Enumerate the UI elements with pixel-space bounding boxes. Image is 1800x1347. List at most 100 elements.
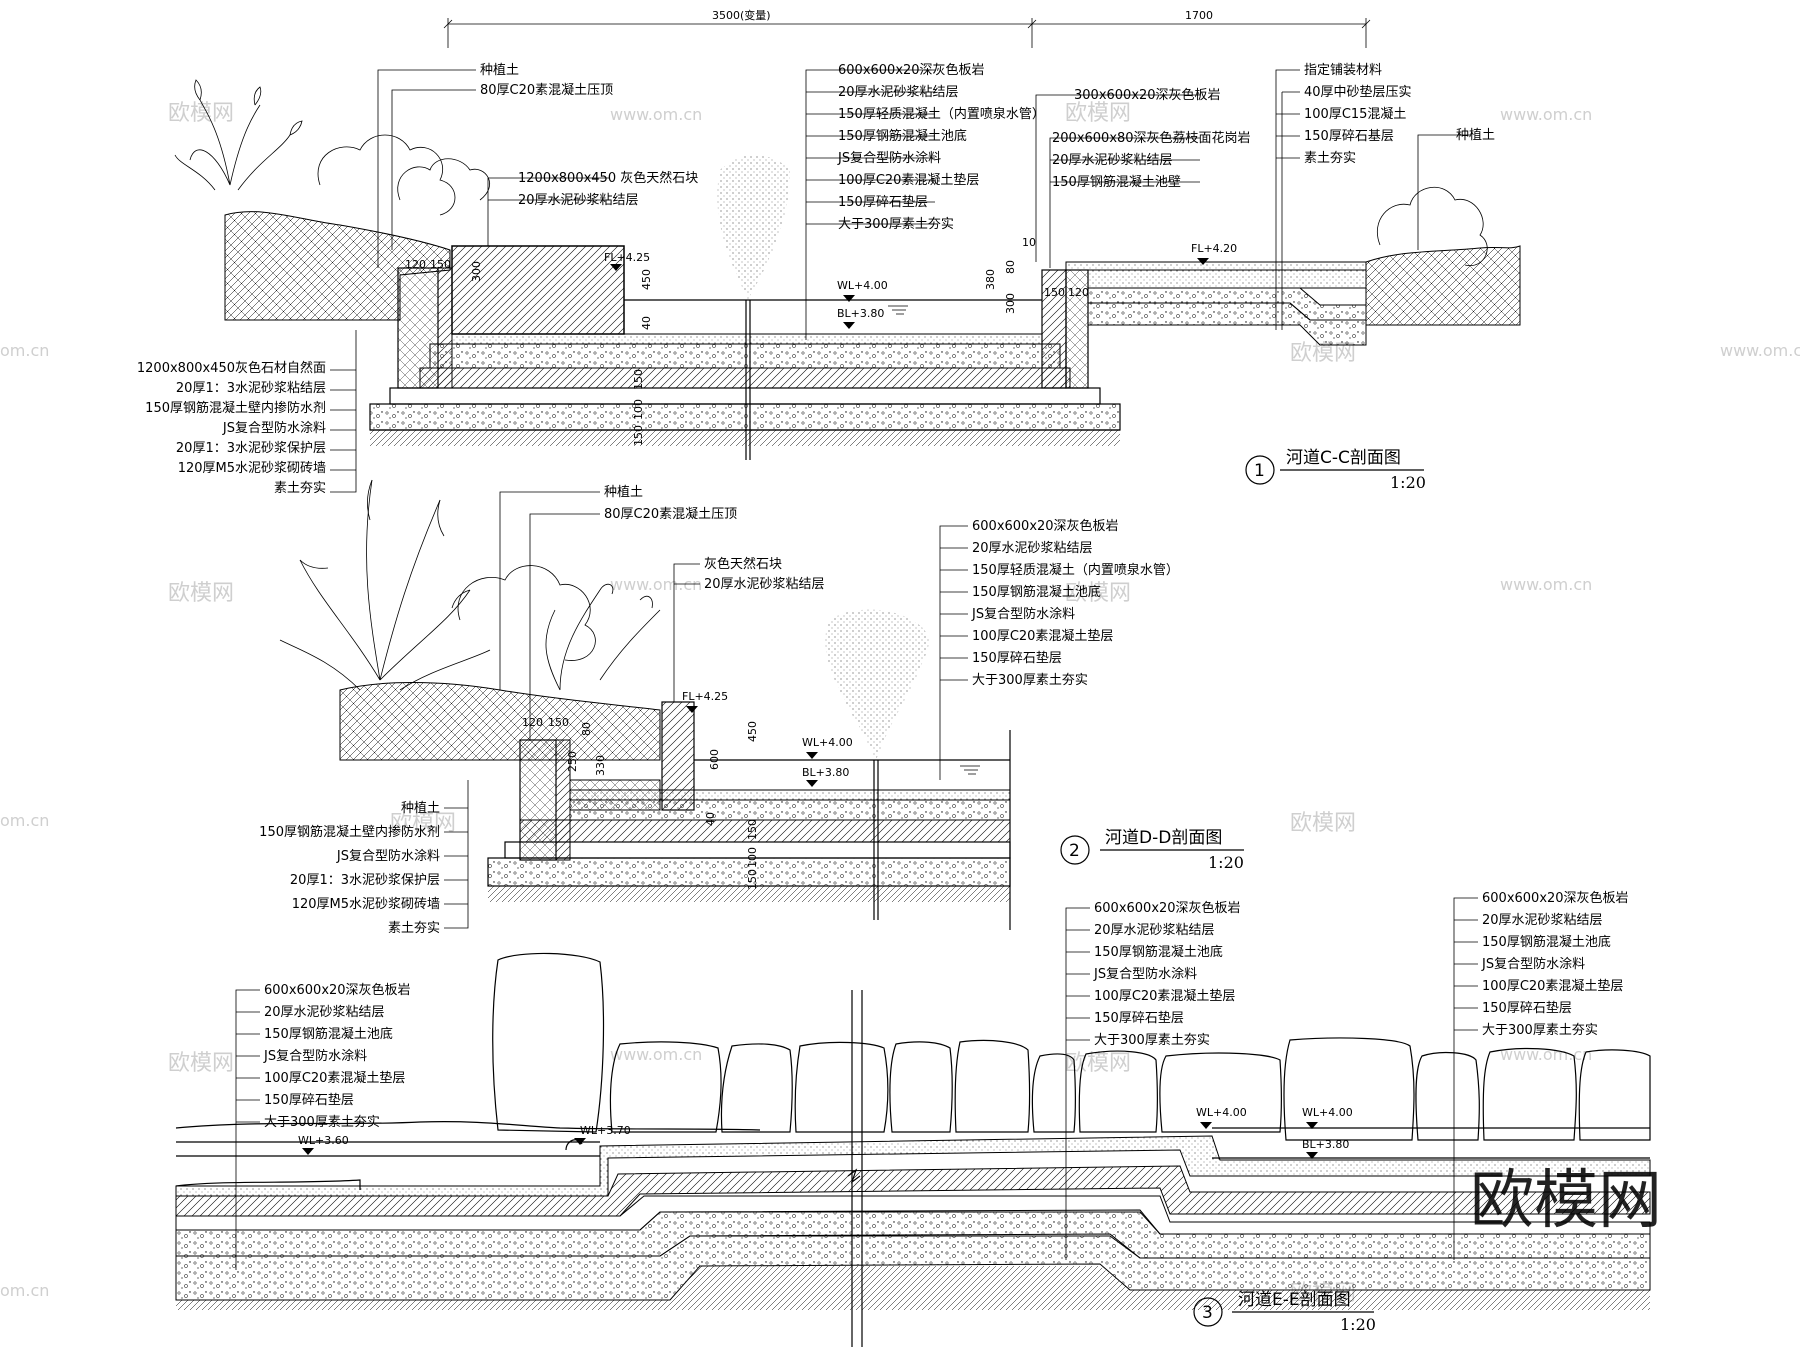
svg-text:150: 150 [632,369,645,390]
svg-text:40厚中砂垫层压实: 40厚中砂垫层压实 [1304,84,1412,100]
dimension-span-1: 3500(变量) [712,8,771,22]
svg-text:WL+3.70: WL+3.70 [580,1124,631,1137]
level-markers-dd: FL+4.25 WL+4.00 BL+3.80 [682,690,853,787]
svg-text:300: 300 [470,261,483,282]
svg-text:600x600x20深灰色板岩: 600x600x20深灰色板岩 [972,518,1119,534]
svg-text:JS复合型防水涂料: JS复合型防水涂料 [971,606,1075,622]
watermark-text: 欧模网 [1065,1051,1131,1076]
svg-text:450: 450 [746,721,759,742]
svg-text:WL+4.00: WL+4.00 [1196,1106,1247,1119]
svg-text:20厚水泥砂浆粘结层: 20厚水泥砂浆粘结层 [704,577,825,592]
svg-text:大于300厚素土夯实: 大于300厚素土夯实 [1094,1033,1210,1048]
svg-text:种植土: 种植土 [1456,128,1495,143]
svg-text:600x600x20深灰色板岩: 600x600x20深灰色板岩 [1094,900,1241,916]
svg-text:素土夯实: 素土夯实 [1304,151,1356,166]
svg-text:100厚C20素混凝土垫层: 100厚C20素混凝土垫层 [838,172,979,188]
svg-text:100: 100 [632,399,645,420]
section-cc: FL+4.25 WL+4.00 BL+3.80 FL+4.20 120 150 … [137,62,1521,496]
svg-text:150厚钢筋混凝土壁内掺防水剂: 150厚钢筋混凝土壁内掺防水剂 [259,824,440,840]
svg-text:150厚钢筋混凝土池底: 150厚钢筋混凝土池底 [1482,934,1611,950]
svg-text:100厚C15混凝土: 100厚C15混凝土 [1304,106,1406,122]
svg-text:FL+4.25: FL+4.25 [682,690,728,703]
watermark-text: 欧模网 [168,1051,234,1076]
dimension-span-2: 1700 [1185,9,1213,22]
dims-dd: 120 150 80 250 330 600 450 40 150 100 15… [522,716,759,890]
svg-text:大于300厚素土夯实: 大于300厚素土夯实 [972,673,1088,688]
title-dd: 2 河道D-D剖面图 1:20 [1060,828,1244,872]
svg-text:JS复合型防水涂料: JS复合型防水涂料 [336,848,440,864]
svg-text:河道D-D剖面图: 河道D-D剖面图 [1105,828,1222,848]
svg-text:WL+4.00: WL+4.00 [1302,1106,1353,1119]
svg-text:100厚C20素混凝土垫层: 100厚C20素混凝土垫层 [1482,978,1623,994]
svg-text:80厚C20素混凝土压顶: 80厚C20素混凝土压顶 [480,82,613,98]
level-markers-ee: WL+3.60 WL+3.70 WL+4.00 WL+4.00 BL+3.80 [298,1106,1353,1159]
svg-text:150厚碎石垫层: 150厚碎石垫层 [264,1092,354,1108]
title-cc: 1 河道C-C剖面图 1:20 [1245,448,1426,492]
watermark-text: 欧模网 [1065,581,1131,606]
watermark-url: om.cn [0,1281,49,1300]
svg-text:JS复合型防水涂料: JS复合型防水涂料 [837,150,941,166]
level-markers-cc: FL+4.25 WL+4.00 BL+3.80 FL+4.20 [604,242,1237,329]
svg-text:40: 40 [640,316,653,330]
svg-text:250: 250 [566,751,579,772]
svg-text:20厚1：3水泥砂浆保护层: 20厚1：3水泥砂浆保护层 [176,441,326,456]
level-fl: FL+4.25 [604,251,650,264]
svg-text:150: 150 [430,258,451,271]
level-bl: BL+3.80 [837,307,884,320]
svg-text:指定铺装材料: 指定铺装材料 [1304,63,1382,78]
svg-text:20厚水泥砂浆粘结层: 20厚水泥砂浆粘结层 [1482,913,1603,928]
svg-text:20厚水泥砂浆粘结层: 20厚水泥砂浆粘结层 [972,541,1093,556]
watermark-url: www.om.cn [610,105,702,124]
svg-text:80: 80 [1004,260,1017,274]
svg-text:150厚碎石垫层: 150厚碎石垫层 [1482,1000,1572,1016]
svg-text:WL+3.60: WL+3.60 [298,1134,349,1147]
svg-text:600x600x20深灰色板岩: 600x600x20深灰色板岩 [838,62,985,78]
svg-text:20厚水泥砂浆粘结层: 20厚水泥砂浆粘结层 [518,193,639,208]
svg-text:100厚C20素混凝土垫层: 100厚C20素混凝土垫层 [264,1070,405,1086]
svg-text:150: 150 [746,819,759,840]
level-fl: FL+4.20 [1191,242,1237,255]
svg-text:600x600x20深灰色板岩: 600x600x20深灰色板岩 [264,982,411,998]
svg-text:种植土: 种植土 [604,485,643,500]
title-ee: 3 河道E-E剖面图 1:20 [1193,1290,1376,1334]
svg-text:20厚水泥砂浆粘结层: 20厚水泥砂浆粘结层 [838,85,959,100]
svg-text:3: 3 [1202,1303,1213,1323]
svg-text:WL+4.00: WL+4.00 [802,736,853,749]
svg-text:150厚钢筋混凝土池底: 150厚钢筋混凝土池底 [972,584,1101,600]
svg-text:种植土: 种植土 [480,63,519,78]
svg-text:2: 2 [1069,841,1080,861]
section-dd: FL+4.25 WL+4.00 BL+3.80 120 150 80 250 3… [259,479,1244,936]
watermark-url: www.om.cn [1500,575,1592,594]
svg-text:120: 120 [405,258,426,271]
svg-text:330: 330 [594,755,607,776]
svg-text:150: 150 [632,425,645,446]
svg-text:灰色天然石块: 灰色天然石块 [704,556,782,572]
svg-text:150: 150 [1044,286,1065,299]
section-title: 河道C-C剖面图 [1286,448,1401,468]
svg-text:100厚C20素混凝土垫层: 100厚C20素混凝土垫层 [1094,988,1235,1004]
svg-text:JS复合型防水涂料: JS复合型防水涂料 [1093,966,1197,982]
svg-text:种植土: 种植土 [401,801,440,816]
watermark-url: om.cn [0,811,49,830]
svg-text:150厚钢筋混凝土池底: 150厚钢筋混凝土池底 [838,128,967,144]
svg-text:100厚C20素混凝土垫层: 100厚C20素混凝土垫层 [972,628,1113,644]
leaders-dd [444,491,968,929]
svg-text:大于300厚素土夯实: 大于300厚素土夯实 [264,1115,380,1130]
svg-text:300x600x20深灰色板岩: 300x600x20深灰色板岩 [1074,87,1221,103]
svg-text:20厚1：3水泥砂浆粘结层: 20厚1：3水泥砂浆粘结层 [176,381,326,396]
svg-text:河道E-E剖面图: 河道E-E剖面图 [1238,1290,1351,1310]
svg-text:20厚1：3水泥砂浆保护层: 20厚1：3水泥砂浆保护层 [290,873,440,888]
break-line [847,990,863,1347]
svg-text:20厚水泥砂浆粘结层: 20厚水泥砂浆粘结层 [264,1005,385,1020]
svg-text:150厚轻质混凝土（内置喷泉水管）: 150厚轻质混凝土（内置喷泉水管） [972,562,1179,578]
labels-ee: 600x600x20深灰色板岩 20厚水泥砂浆粘结层 150厚钢筋混凝土池底 J… [263,890,1629,1130]
svg-text:150厚钢筋混凝土池底: 150厚钢筋混凝土池底 [1094,944,1223,960]
watermark-text: 欧模网 [168,581,234,606]
tall-stone [492,952,605,1133]
watermark-url: www.om.cn [610,575,702,594]
svg-text:JS复合型防水涂料: JS复合型防水涂料 [263,1048,367,1064]
svg-text:200x600x80深灰色荔枝面花岗岩: 200x600x80深灰色荔枝面花岗岩 [1052,130,1251,146]
svg-text:150: 150 [746,869,759,890]
watermark-url: www.om.cn [1500,1045,1592,1064]
svg-text:40: 40 [704,812,717,826]
